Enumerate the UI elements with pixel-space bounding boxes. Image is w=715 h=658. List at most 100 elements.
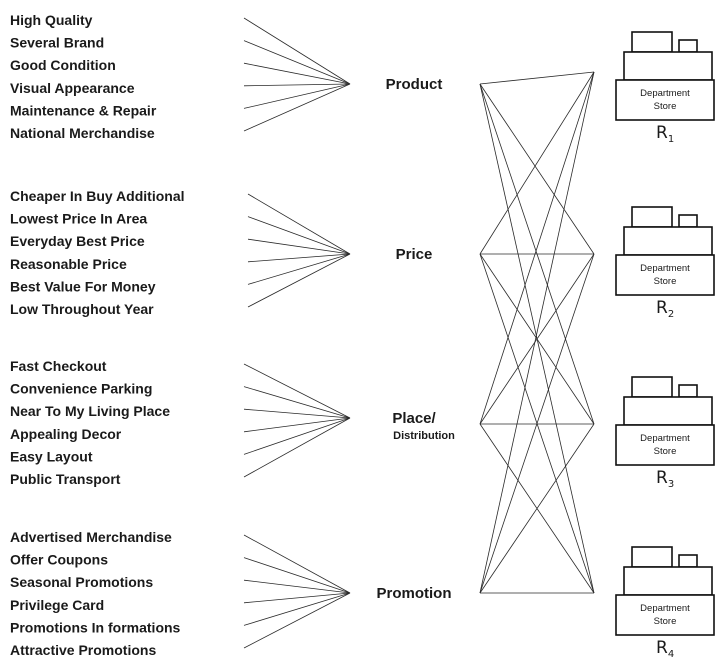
retailer-letter: R	[656, 468, 668, 488]
store-body	[615, 594, 715, 636]
attribute-label: Cheaper In Buy Additional	[10, 188, 185, 204]
store-roof-block	[678, 384, 698, 398]
attribute-label: Good Condition	[10, 57, 116, 73]
attribute-label: High Quality	[10, 12, 93, 28]
attribute-label: Lowest Price In Area	[10, 211, 147, 227]
attribute-connector	[247, 253, 351, 263]
mix-store-connector	[479, 253, 595, 594]
attribute-label: Fast Checkout	[10, 358, 107, 374]
retailer-letter: R	[656, 298, 668, 318]
attribute-connector	[243, 579, 351, 594]
retailer-label: R4	[656, 638, 674, 658]
attribute-connector	[243, 408, 351, 419]
store-roof-block	[678, 554, 698, 568]
store-upper-floor	[623, 396, 713, 426]
retailer-letter: R	[656, 123, 668, 143]
attribute-label: Reasonable Price	[10, 256, 127, 272]
attribute-label: Maintenance & Repair	[10, 102, 157, 118]
attribute-label: Everyday Best Price	[10, 233, 145, 249]
store-name-line2: Store	[654, 446, 677, 457]
store-name-line1: Department	[640, 263, 690, 274]
mix-store-connector	[479, 423, 595, 594]
attribute-connector	[243, 17, 351, 85]
attribute-label: Low Throughout Year	[10, 301, 154, 317]
retailer-label: R3	[656, 468, 674, 490]
retailer-subscript: 3	[668, 479, 674, 490]
attribute-label: Appealing Decor	[10, 426, 122, 442]
mix-store-connector	[479, 71, 595, 594]
attribute-connector	[247, 238, 351, 255]
store-upper-floor	[623, 51, 713, 81]
store-name-line1: Department	[640, 603, 690, 614]
stores: DepartmentStoreR1DepartmentStoreR2Depart…	[615, 31, 715, 658]
store-roof-block	[678, 214, 698, 228]
attribute-label: Privilege Card	[10, 597, 104, 613]
retailer-subscript: 4	[668, 649, 674, 658]
store-roof-block	[631, 376, 673, 398]
mix-label: Product	[386, 76, 443, 93]
attribute-connector	[243, 386, 351, 419]
store-body	[615, 424, 715, 466]
mix-store-connector	[479, 83, 595, 255]
retailer-label: R1	[656, 123, 674, 145]
attribute-connector	[243, 557, 351, 594]
attribute-label: Advertised Merchandise	[10, 529, 172, 545]
attribute-connector	[243, 62, 351, 85]
attribute-label: Promotions In formations	[10, 619, 181, 635]
attribute-connector	[243, 417, 351, 455]
attribute-connector	[243, 592, 351, 626]
attribute-connector	[247, 253, 351, 308]
attribute-connector	[243, 534, 351, 594]
attribute-connector	[243, 363, 351, 419]
mix-sublabel: Distribution	[393, 430, 455, 442]
attribute-connector	[247, 193, 351, 255]
attribute-label: Offer Coupons	[10, 552, 108, 568]
attribute-connector	[247, 253, 351, 285]
retailer-label: R2	[656, 298, 674, 320]
store-body	[615, 254, 715, 296]
attribute-connector	[243, 592, 351, 604]
attribute-connector	[243, 83, 351, 132]
attribute-label: Seasonal Promotions	[10, 574, 153, 590]
store-roof-block	[678, 39, 698, 53]
attribute-label: Convenience Parking	[10, 381, 152, 397]
attribute-connector	[243, 592, 351, 649]
mix-store-connector	[479, 253, 595, 425]
attribute-connector	[243, 417, 351, 478]
attribute-label: Easy Layout	[10, 448, 93, 464]
mix-store-connector	[479, 71, 595, 255]
store-name-line1: Department	[640, 88, 690, 99]
store-name-line1: Department	[640, 433, 690, 444]
attribute-connector	[243, 417, 351, 433]
attribute-connector	[247, 216, 351, 255]
mix-store-connector	[479, 71, 595, 425]
attribute-label: National Merchandise	[10, 125, 155, 141]
store-name-line2: Store	[654, 101, 677, 112]
mix-store-connector	[479, 71, 595, 85]
attribute-label: Attractive Promotions	[10, 642, 156, 658]
attribute-label: Several Brand	[10, 35, 104, 51]
attribute-label: Near To My Living Place	[10, 403, 170, 419]
attribute-connector	[243, 83, 351, 87]
attribute-connector-lines	[243, 17, 351, 649]
attribute-connector	[243, 40, 351, 85]
store-body	[615, 79, 715, 121]
mix-label: Place/	[392, 410, 436, 427]
store-roof-block	[631, 206, 673, 228]
attribute-label: Best Value For Money	[10, 278, 156, 294]
store-upper-floor	[623, 566, 713, 596]
store-upper-floor	[623, 226, 713, 256]
store-roof-block	[631, 31, 673, 53]
retailer-letter: R	[656, 638, 668, 658]
attribute-label: Public Transport	[10, 471, 121, 487]
mix-to-store-lines	[479, 71, 595, 594]
